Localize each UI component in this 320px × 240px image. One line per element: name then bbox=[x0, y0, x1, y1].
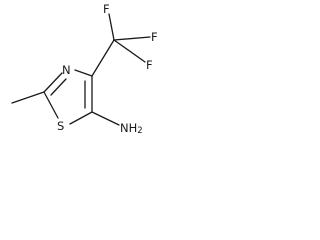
atom-nitrogen: N bbox=[62, 63, 71, 77]
molecule-structure: N S F F F NH2 bbox=[11, 2, 158, 136]
bond-c5-s1 bbox=[69, 111, 93, 125]
bond-cf3-f-right bbox=[113, 36, 151, 41]
bond-cf3-f-top bbox=[108, 13, 115, 41]
amine-subscript: 2 bbox=[137, 126, 142, 136]
atom-amine: NH2 bbox=[120, 121, 143, 136]
bond-s1-c2 bbox=[43, 91, 59, 119]
bond-cf3-f-bottom bbox=[113, 39, 146, 63]
bond-n3-c4 bbox=[74, 69, 93, 77]
bond-c5-nh2 bbox=[91, 111, 120, 126]
bond-c2-n3 bbox=[43, 72, 63, 93]
amine-nh-text: NH bbox=[120, 121, 137, 135]
atom-fluorine-top: F bbox=[103, 2, 110, 16]
bonds bbox=[11, 13, 151, 126]
bond-c2-n3-double bbox=[50, 78, 67, 96]
bond-methyl-c2 bbox=[11, 91, 45, 104]
atom-sulfur: S bbox=[57, 119, 64, 133]
atom-labels: N S F F F NH2 bbox=[57, 2, 158, 136]
bond-c4-cf3 bbox=[91, 39, 115, 77]
atom-fluorine-right: F bbox=[151, 30, 158, 44]
atom-fluorine-bottom: F bbox=[146, 58, 153, 72]
